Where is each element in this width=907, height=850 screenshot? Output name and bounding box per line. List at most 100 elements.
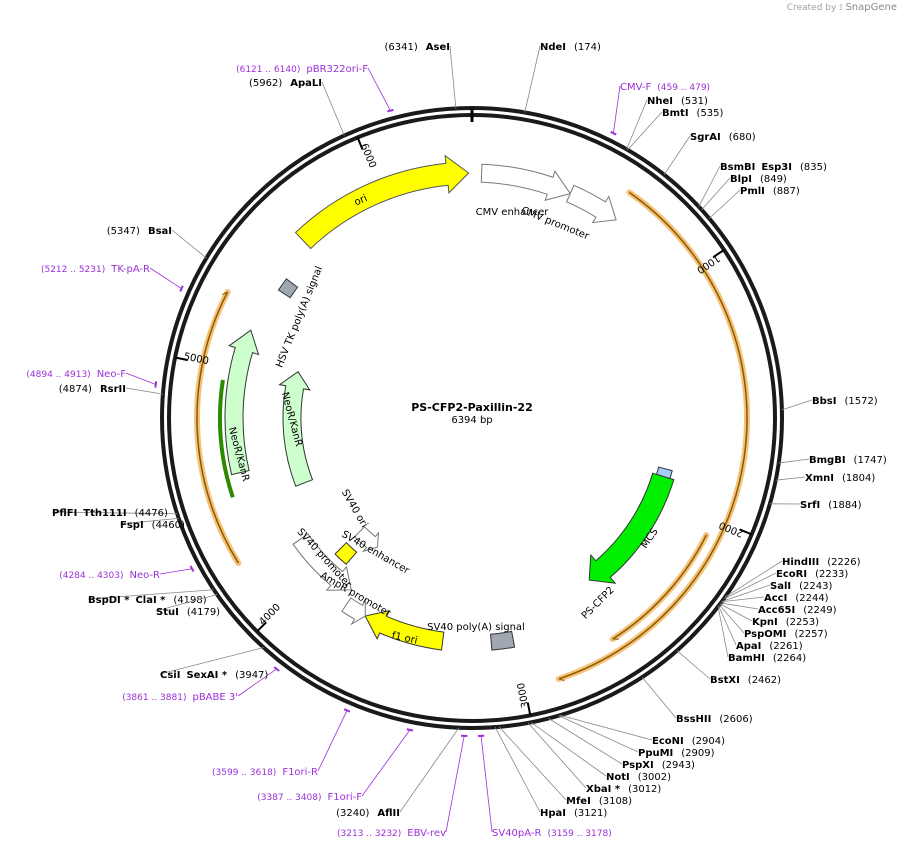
site-position: (2462)	[748, 675, 781, 686]
site-name: EcoNI	[652, 736, 684, 747]
site-label: (5347) BsaI	[107, 226, 172, 237]
site-name: KpnI	[752, 617, 778, 628]
site-label: BamHI(2264)	[728, 653, 806, 664]
primer-mark	[189, 565, 195, 572]
snapgene-logo-icon: ⟟	[839, 3, 843, 13]
site-position: (5347)	[107, 226, 140, 237]
ruler-tick-3000	[526, 702, 532, 716]
primer-leader	[613, 85, 621, 134]
site-position: (535)	[697, 108, 724, 119]
site-name: XmnI	[805, 473, 834, 484]
site-name: PmlI	[740, 186, 765, 197]
primer-leader	[445, 735, 465, 833]
primer-name: Neo-F	[97, 369, 127, 380]
primer-leader	[125, 372, 156, 385]
primer-label: (3599 .. 3618)F1ori-R	[212, 767, 318, 778]
site-leader	[663, 135, 691, 175]
site-name: BmtI	[662, 108, 689, 119]
site-leader	[626, 99, 648, 150]
site-leader	[399, 727, 460, 813]
site-position: (3108)	[599, 796, 632, 807]
site-label: SrfI(1884)	[800, 500, 862, 511]
site-leader	[527, 722, 587, 789]
site-name: BmgBI	[809, 455, 846, 466]
feature-mcs	[655, 466, 673, 480]
feature-label: ori	[353, 193, 369, 208]
feature-sv40-promoter	[292, 533, 352, 591]
feature-label: PS-CFP2	[580, 585, 617, 622]
site-label: KpnI(2253)	[752, 617, 819, 628]
feature-sv40-polya	[489, 630, 516, 651]
primer-label: CMV-F(459 .. 479)	[620, 82, 710, 93]
site-name: RsrII	[100, 384, 126, 395]
site-leader	[698, 165, 721, 207]
orf-right-head	[558, 678, 565, 682]
primer-name: pBABE 3'	[192, 692, 238, 703]
site-label: (4874)RsrII	[59, 384, 126, 395]
site-label: NdeI(174)	[540, 42, 601, 53]
site-label: XmnI (1804)	[805, 473, 875, 484]
site-name: NheI	[647, 96, 673, 107]
site-name-2: Esp3I	[761, 162, 792, 173]
primer-name: SV40pA-R	[492, 828, 541, 839]
primer-position: (3861 .. 3881)	[122, 693, 186, 703]
site-position: (2606)	[719, 714, 752, 725]
site-label: NheI(531)	[647, 96, 708, 107]
site-leader	[627, 111, 663, 151]
feature-neor-outer	[224, 329, 260, 476]
primer-leader	[149, 267, 182, 289]
site-name: NotI	[606, 772, 630, 783]
primer-mark	[273, 666, 280, 672]
site-position: (2226)	[827, 557, 860, 568]
ruler-tick-1000	[712, 249, 725, 258]
snapgene-credit: Created by ⟟ SnapGene	[787, 2, 897, 13]
credit-brand: SnapGene	[845, 2, 897, 13]
site-name: MfeI	[566, 796, 591, 807]
primer-mark	[406, 728, 414, 732]
site-label: NotI(3002)	[606, 772, 671, 783]
site-position: (2243)	[799, 581, 832, 592]
site-position: (887)	[773, 186, 800, 197]
site-leader	[498, 726, 567, 801]
site-position: (2264)	[773, 653, 806, 664]
orf-left-head	[222, 291, 228, 296]
site-label: PmlI (887)	[740, 186, 800, 197]
site-position: (2904)	[692, 736, 725, 747]
site-label: BbsI(1572)	[812, 396, 878, 407]
site-name: EcoRI	[776, 569, 807, 580]
site-leader	[530, 722, 607, 777]
feature-label: CMV enhancer	[476, 207, 550, 218]
site-name: ApaLI	[290, 78, 322, 89]
site-position: (1747)	[854, 455, 887, 466]
feature-label: SV40 poly(A) signal	[427, 622, 525, 633]
site-leader	[724, 560, 783, 598]
credit-text: Created by	[786, 3, 837, 13]
primer-position: (3213 .. 3232)	[337, 829, 401, 839]
feature-ori	[294, 154, 470, 250]
site-name: BsaI	[148, 226, 172, 237]
site-position: (2909)	[681, 748, 714, 759]
feature-neor-inner	[278, 371, 314, 487]
site-leader	[321, 81, 345, 136]
site-label: AccI(2244)	[764, 593, 829, 604]
feature-f1-ori	[364, 609, 445, 651]
site-position: (2249)	[803, 605, 836, 616]
site-position: (1884)	[828, 500, 861, 511]
site-label: SalI(2243)	[770, 581, 832, 592]
ruler-label-5000: 5000	[183, 351, 210, 367]
ruler-tick-4000	[256, 621, 267, 633]
primer-position: (3599 .. 3618)	[212, 768, 276, 778]
site-name: StuI	[156, 607, 179, 618]
site-name: HpaI	[540, 808, 566, 819]
primer-label: (3213 .. 3232)EBV-rev	[337, 828, 446, 839]
feature-label: SV40 ori	[339, 488, 370, 530]
site-label: Acc65I(2249)	[758, 605, 837, 616]
site-position: (4460)	[152, 520, 185, 531]
site-position: (1804)	[842, 473, 875, 484]
site-label: BssHII(2606)	[676, 714, 753, 725]
site-position: (2233)	[815, 569, 848, 580]
primer-mark	[154, 381, 158, 388]
